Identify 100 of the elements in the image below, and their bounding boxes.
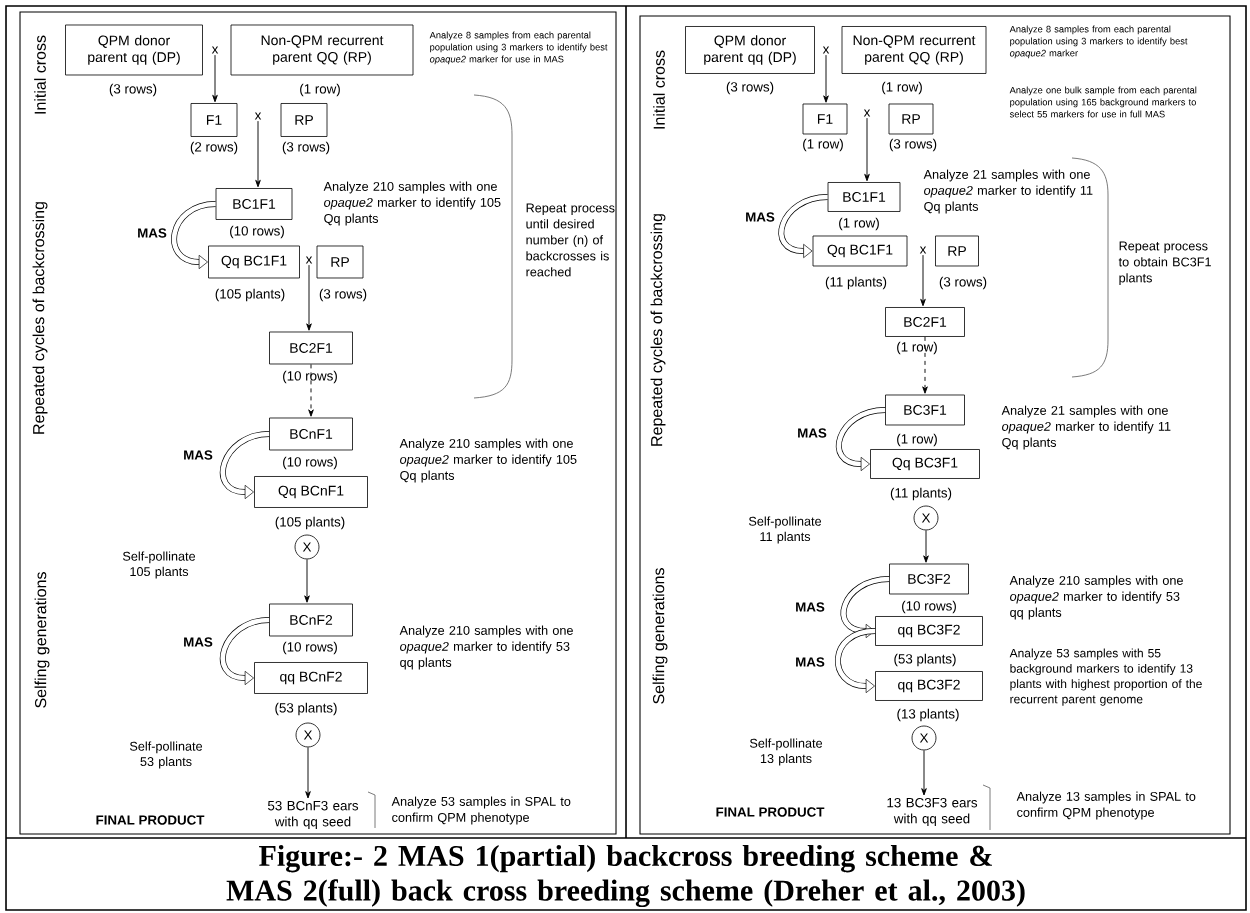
generation-box: BCnF2 [269, 603, 353, 637]
arrow [823, 54, 829, 103]
count-label: (10 rows) [283, 370, 337, 384]
curved-arrow [219, 431, 270, 500]
count-label: (11 plants) [825, 276, 887, 290]
annotation-text: Analyze 53 samples in SPAL to confirm QPM phenotype [391, 796, 571, 825]
generation-box: qq BC3F2 [875, 671, 983, 701]
count-label: (1 row) [300, 83, 340, 97]
count-label: (1 row) [839, 217, 879, 231]
generation-box: qq BCnF2 [254, 662, 368, 694]
generation-box: Qq BCnF1 [254, 476, 368, 508]
annotation-text: Analyze 210 samples with one opaque2 marker to identify 53 qq plants [399, 625, 573, 670]
cross-sign: x [863, 109, 871, 117]
annotation-text: Analyze 210 samples with one opaque2 marker to identify 105 Qq plants [399, 438, 577, 483]
note-text: Self-pollinate 13 plants [750, 738, 823, 766]
caption: Figure:- 2 MAS 1(partial) backcross breeding scheme & MAS 2(full) back cross breeding scheme (Dreher et al., 2003) [226, 844, 1025, 908]
generation-box: Qq BC1F1 [208, 245, 300, 279]
annotation-text: Analyze one bulk sample from each parental population using 165 background markers to select 55 markers for use in full MAS [1009, 86, 1197, 118]
generation-box: QPM donor parent qq (DP) [65, 24, 203, 76]
edge-label: MAS [798, 428, 827, 438]
generation-box: F1 [190, 103, 238, 137]
stage-label: Initial cross [34, 35, 46, 114]
curved-arrow [840, 576, 890, 639]
count-label: (10 rows) [283, 641, 337, 655]
count-label: (1 row) [803, 138, 843, 152]
arrow [922, 336, 928, 394]
cross-sign: x [822, 46, 830, 54]
count-label: (53 plants) [894, 653, 956, 667]
curved-arrow [171, 201, 216, 270]
stage-label: Repeated cycles of backcrossing [32, 202, 48, 434]
count-label: (3 rows) [319, 288, 367, 302]
generation-box: BC1F1 [215, 188, 293, 220]
generation-box: BC2F1 [269, 331, 353, 365]
count-label: (3 rows) [889, 138, 937, 152]
arrow [923, 529, 929, 563]
cross-sign: x [919, 246, 927, 254]
count-label: (1 row) [897, 341, 937, 355]
arrow [864, 117, 870, 182]
generation-box: RP [280, 103, 328, 137]
cross-sign: x [211, 46, 219, 54]
count-label: (13 plants) [897, 708, 959, 722]
annotation-text: Analyze 13 samples in SPAL to confirm QPM phenotype [1016, 791, 1196, 820]
annotation-text: Repeat process until desired number (n) of backcrosses is reached [526, 203, 615, 277]
cross-sign: x [305, 256, 313, 264]
count-label: (11 plants) [890, 487, 952, 501]
arrow [305, 746, 311, 799]
curved-arrow [778, 194, 828, 259]
edge-label: MAS [184, 450, 213, 460]
count-label: (3 rows) [726, 81, 774, 95]
note-text: Self-pollinate 53 plants [130, 741, 203, 769]
arrow [212, 54, 218, 103]
generation-box: RP [935, 235, 979, 267]
edge-label: MAS [796, 657, 825, 667]
count-label: (3 rows) [109, 83, 157, 97]
arrow [308, 363, 314, 417]
count-label: (10 rows) [230, 225, 284, 239]
count-label: (1 row) [897, 433, 937, 447]
generation-box: QPM donor parent qq (DP) [685, 26, 815, 74]
annotation-text: Analyze 21 samples with one opaque2 marker to identify 11 Qq plants [1001, 405, 1171, 450]
generation-box: BC3F2 [889, 563, 969, 595]
stage-label: Selfing generations [34, 572, 50, 708]
generation-box: qq BC3F2 [875, 616, 983, 646]
annotation-text: Analyze 210 samples with one opaque2 marker to identify 105 Qq plants [323, 181, 501, 226]
generation-box: Non-QPM recurrent parent QQ (RP) [841, 26, 987, 74]
count-label: (53 plants) [275, 702, 337, 716]
curved-arrow [836, 407, 886, 472]
arrow [306, 264, 312, 331]
generation-box: BC2F1 [885, 307, 965, 337]
annotation-text: Analyze 53 samples with 55 background markers to identify 13 plants with highest proportion of the recurrent parent genome [1009, 648, 1202, 706]
cross-sign: x [254, 112, 262, 120]
annotation-text: Analyze 8 samples from each parental population using 3 markers to identify best opaque2 marker [1009, 25, 1188, 59]
count-label: (105 plants) [215, 288, 285, 302]
count-label: (105 plants) [275, 516, 345, 530]
product-text: 53 BCnF3 ears with qq seed [267, 800, 359, 830]
count-label: (1 row) [882, 81, 922, 95]
edge-label: MAS [184, 637, 213, 647]
annotation-text: Analyze 21 samples with one opaque2 marker to identify 11 Qq plants [923, 169, 1093, 214]
count-label: (3 rows) [282, 141, 330, 155]
count-label: (3 rows) [939, 276, 987, 290]
arrow [920, 254, 926, 307]
stage-label: FINAL PRODUCT [96, 815, 205, 825]
annotation-text: Analyze 210 samples with one opaque2 marker to identify 53 qq plants [1009, 575, 1183, 620]
product-text: 13 BC3F3 ears with qq seed [887, 797, 978, 827]
edge-label: MAS [796, 602, 825, 612]
arrow [304, 558, 310, 603]
stage-label: Initial cross [653, 50, 665, 129]
arrow [255, 120, 261, 188]
annotation-text: Analyze 8 samples from each parental population using 3 markers to identify best opaque2 marker for use in MAS [429, 31, 608, 65]
generation-box: Qq BC1F1 [812, 235, 908, 267]
generation-box: BC3F1 [885, 394, 965, 426]
stage-label: Repeated cycles of backcrossing [650, 214, 666, 446]
generation-box: RP [888, 103, 934, 135]
annotation-text: Repeat process to obtain BC3F1 plants [1118, 241, 1211, 285]
generation-box: RP [316, 245, 364, 279]
count-label: (10 rows) [902, 600, 956, 614]
note-text: Self-pollinate 105 plants [123, 551, 196, 579]
generation-box: Non-QPM recurrent parent QQ (RP) [230, 24, 414, 76]
edge-label: MAS [138, 228, 167, 238]
generation-box: Qq BC3F1 [870, 449, 980, 479]
curved-arrow [835, 628, 876, 694]
